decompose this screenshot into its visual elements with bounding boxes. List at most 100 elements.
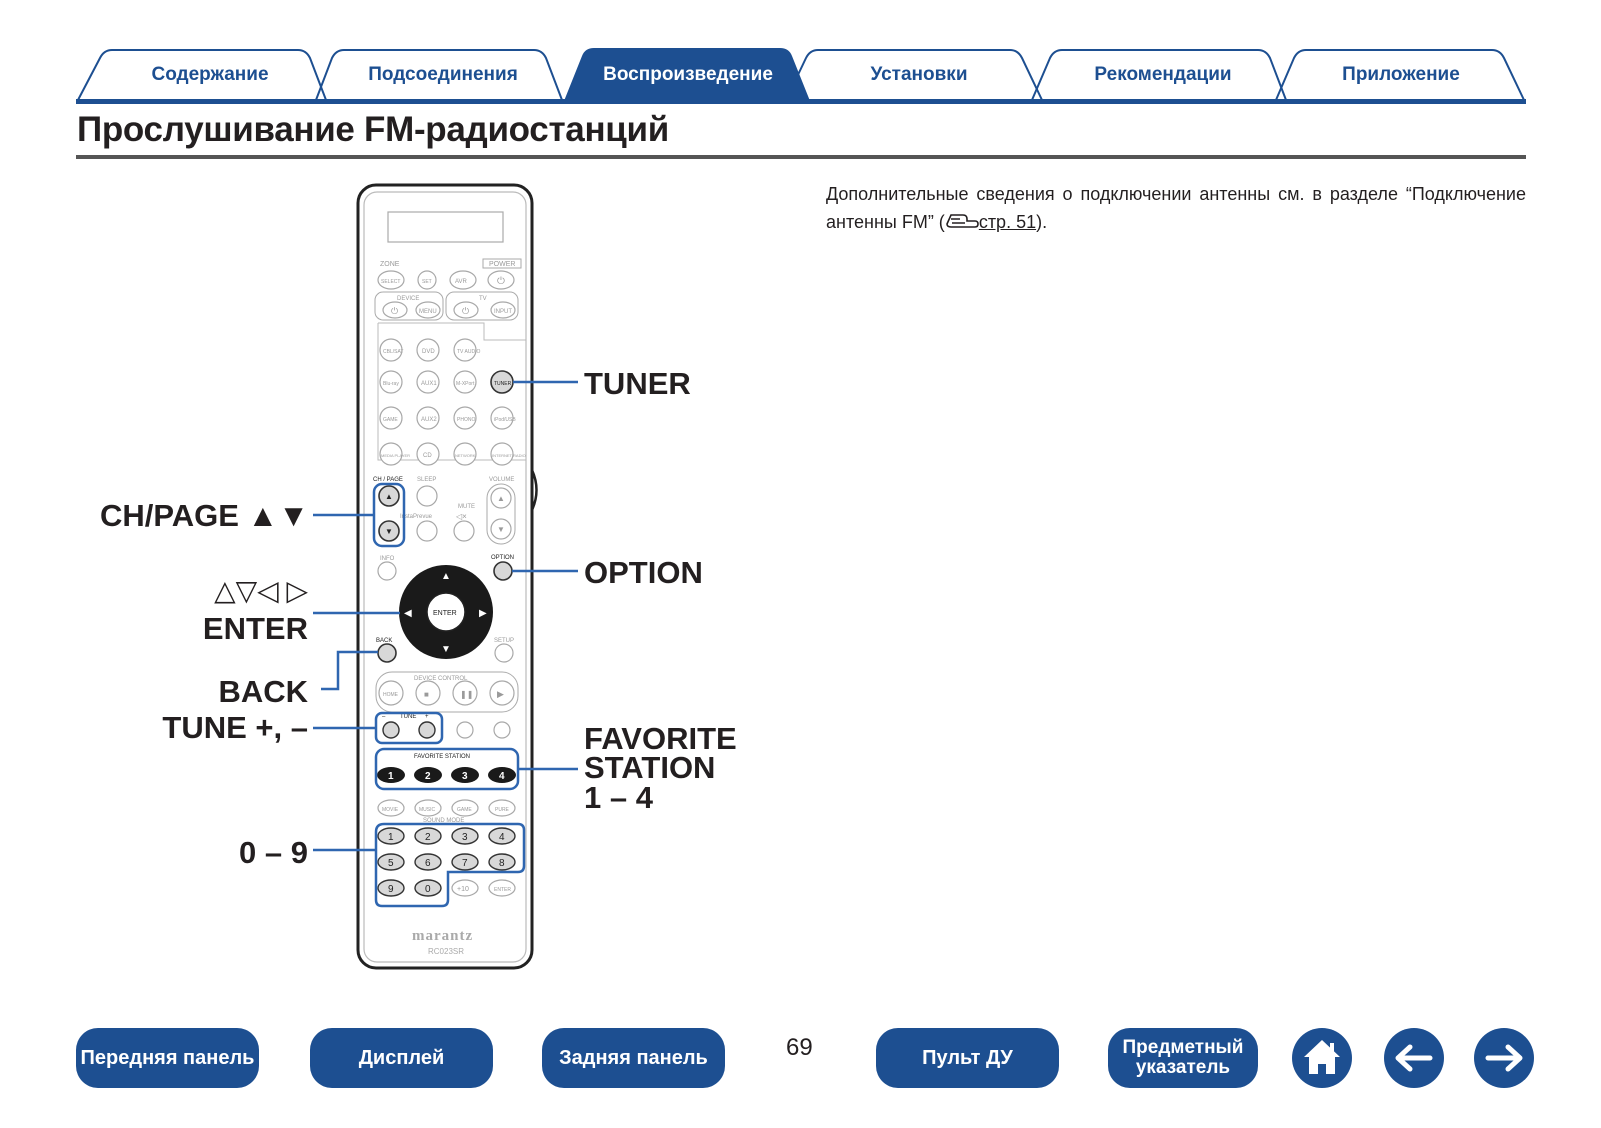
favorite-button-label: 1: [388, 771, 394, 782]
info-text-before: Дополнительные сведения о подключении ан…: [826, 184, 1526, 232]
svg-text:FAVORITE STATION: FAVORITE STATION: [414, 754, 470, 760]
svg-text:◀: ◀: [404, 608, 412, 619]
display-button[interactable]: Дисплей: [310, 1028, 493, 1088]
svg-text:▼: ▼: [385, 527, 393, 536]
tab-contents[interactable]: Содержание: [151, 64, 269, 85]
arrow-right-icon: [1485, 1044, 1523, 1072]
svg-text:DVD: DVD: [422, 349, 435, 355]
svg-text:CD: CD: [423, 453, 432, 459]
svg-text:INFO: INFO: [380, 556, 395, 562]
home-icon: [1304, 1040, 1340, 1074]
title-divider: [76, 155, 1526, 159]
favorite-button-2: [414, 767, 442, 783]
svg-text:AUX2: AUX2: [421, 417, 437, 423]
svg-text:ENTER: ENTER: [433, 610, 457, 617]
rear-panel-button[interactable]: Задняя панель: [542, 1028, 725, 1088]
arrow-left-icon: [1395, 1044, 1433, 1072]
back-page-button[interactable]: [1384, 1028, 1444, 1088]
svg-text:MOVIE: MOVIE: [382, 807, 399, 813]
next-page-button[interactable]: [1474, 1028, 1534, 1088]
tab-appendix[interactable]: Приложение: [1342, 64, 1460, 85]
page-title: Прослушивание FM-радиостанций: [77, 110, 669, 149]
digit-button-3: [451, 827, 479, 845]
svg-text:GAME: GAME: [457, 807, 472, 813]
callout-arrows: △▽◁ ▷: [214, 575, 308, 606]
digit-button-label: 1: [388, 832, 394, 843]
front-panel-button[interactable]: Передняя панель: [76, 1028, 259, 1088]
index-button[interactable]: Предметный указатель: [1108, 1028, 1258, 1088]
svg-text:◁×: ◁×: [456, 512, 467, 521]
digit-button-0: [414, 879, 442, 897]
svg-text:▲: ▲: [497, 494, 505, 503]
svg-text:❚❚: ❚❚: [460, 690, 473, 699]
remote-display-window: [387, 211, 504, 243]
page-reference-link[interactable]: стр. 51: [978, 212, 1037, 232]
svg-text:▶: ▶: [497, 689, 504, 699]
tab-connections[interactable]: Подсоединения: [368, 64, 518, 85]
digits-highlight: [374, 822, 526, 908]
svg-text:⏻: ⏻: [462, 306, 469, 316]
svg-text:MUSIC: MUSIC: [419, 807, 436, 813]
svg-text:▲: ▲: [441, 571, 451, 582]
svg-text:▶: ▶: [479, 608, 487, 619]
svg-text:CBL/SAT: CBL/SAT: [383, 349, 403, 355]
menu-label: MENU: [419, 309, 437, 315]
tv-label: TV: [479, 296, 487, 302]
callout-tune: TUNE +, –: [162, 710, 308, 745]
digit-button-label: 9: [388, 884, 394, 895]
callout-favorite-2: STATION: [584, 750, 716, 785]
svg-text:BACK: BACK: [376, 638, 392, 644]
callout-ch-page: CH/PAGE ▲▼: [100, 498, 309, 533]
tab-settings[interactable]: Установки: [870, 64, 968, 85]
favorite-button-3: [451, 767, 479, 783]
digit-button-label: 5: [388, 858, 394, 869]
svg-text:–: –: [382, 714, 386, 720]
svg-text:SOUND MODE: SOUND MODE: [423, 818, 464, 824]
tab-tips[interactable]: Рекомендации: [1094, 64, 1232, 85]
digit-button-label: 2: [425, 832, 431, 843]
remote-dpad: ENTER ▲ ▼ ◀ ▶: [399, 565, 493, 659]
digit-button-2: [414, 827, 442, 845]
antenna-info-paragraph: Дополнительные сведения о подключении ан…: [826, 180, 1526, 236]
svg-text:TV AUDIO: TV AUDIO: [457, 349, 480, 355]
callout-back: BACK: [218, 674, 308, 709]
favorite-button-label: 2: [425, 771, 431, 782]
svg-text:Blu-ray: Blu-ray: [383, 381, 399, 387]
digit-button-label: 8: [499, 858, 505, 869]
remote-ch-down-button: [378, 520, 400, 542]
svg-text:SLEEP: SLEEP: [417, 477, 436, 483]
remote-option-button: [493, 561, 513, 581]
svg-text:HOME: HOME: [383, 692, 399, 698]
svg-text:+: +: [425, 714, 429, 720]
remote-brand: marantz: [412, 928, 473, 944]
digit-button-7: [451, 853, 479, 871]
svg-text:▲: ▲: [385, 492, 393, 501]
svg-text:OPTION: OPTION: [491, 555, 514, 561]
svg-text:ENTER: ENTER: [494, 887, 511, 893]
digit-button-8: [488, 853, 516, 871]
svg-text:PHONO: PHONO: [457, 417, 475, 423]
callout-digits: 0 – 9: [239, 835, 308, 870]
select-label: SELECT: [381, 279, 400, 285]
svg-text:⏻: ⏻: [391, 306, 398, 316]
digit-button-1: [377, 827, 405, 845]
avr-label: AVR: [455, 279, 468, 285]
remote-control-illustration: .rl { font-family: "Liberation Sans", sa…: [313, 183, 578, 970]
input-label: INPUT: [494, 309, 512, 315]
svg-text:InstaPrevue: InstaPrevue: [400, 514, 433, 520]
remote-control-button[interactable]: Пульт ДУ: [876, 1028, 1059, 1088]
svg-text:NETWORK: NETWORK: [455, 453, 476, 458]
svg-text:M-XPort: M-XPort: [456, 381, 475, 387]
info-text-after: ).: [1036, 212, 1048, 232]
digit-button-6: [414, 853, 442, 871]
tab-playback[interactable]: Воспроизведение: [603, 64, 773, 85]
remote-back-button: [377, 643, 397, 663]
favorite-button-label: 4: [499, 771, 505, 782]
back-callout-line: [321, 650, 378, 691]
power-label: POWER: [489, 261, 515, 268]
digit-button-5: [377, 853, 405, 871]
svg-text:⏻: ⏻: [497, 276, 505, 287]
svg-text:AUX1: AUX1: [421, 381, 437, 387]
home-button[interactable]: [1292, 1028, 1352, 1088]
